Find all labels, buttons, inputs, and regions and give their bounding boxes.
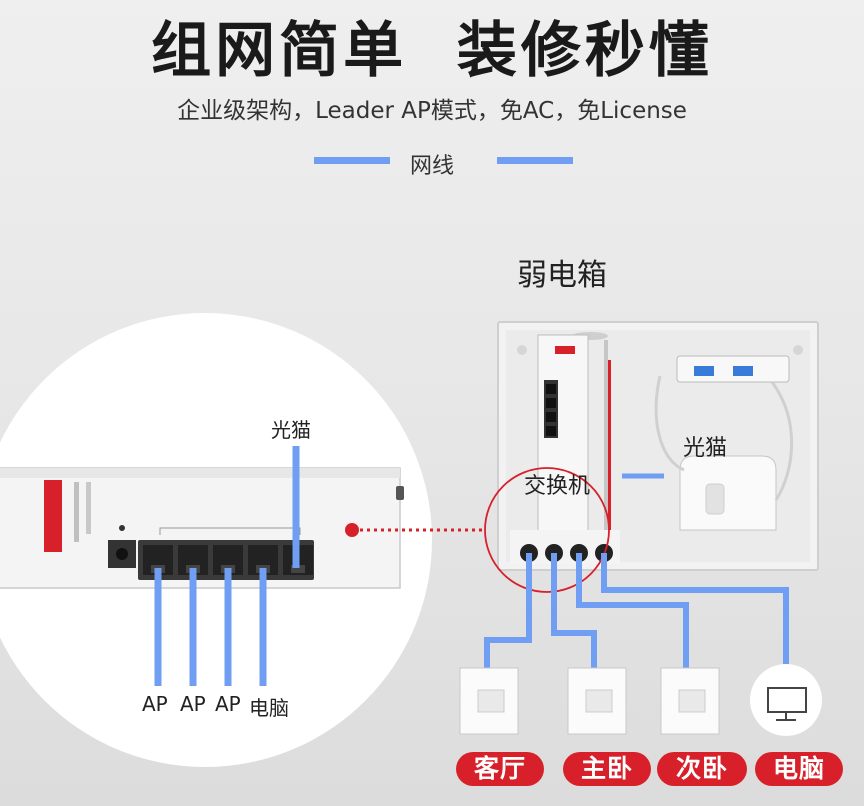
- brand-strip: [44, 480, 62, 552]
- zoom-port-label-pc: 电脑: [249, 696, 289, 720]
- switch-label: 交换机: [524, 474, 591, 499]
- room-tag-computer: 电脑: [755, 752, 843, 786]
- zoom-modem-label: 光猫: [271, 418, 311, 442]
- zoom-cables: [154, 446, 300, 686]
- weak-current-box: [497, 321, 819, 571]
- cabinet-title: 弱电箱: [517, 258, 607, 293]
- zoom-port-label-ap2: AP: [180, 692, 206, 716]
- room-tag-living-room: 客厅: [456, 752, 544, 786]
- room-tag-master-bedroom: 主卧: [563, 752, 651, 786]
- page-subtitle: 企业级架构，Leader AP模式，免AC，免License: [177, 98, 687, 124]
- legend-label: 网线: [410, 154, 455, 179]
- red-dot-icon: [345, 523, 359, 537]
- switch-highlight-circle: [484, 467, 610, 593]
- room-ap-panels: [459, 667, 720, 735]
- zoom-circle: [0, 313, 432, 767]
- room-tag-second-bedroom: 次卧: [657, 752, 747, 786]
- zoom-port-label-ap3: AP: [215, 692, 241, 716]
- zoom-port-label-ap1: AP: [142, 692, 168, 716]
- room-cables: [484, 553, 789, 692]
- legend-cable-line-right: [497, 157, 573, 164]
- legend-cable-line-left: [314, 157, 390, 164]
- page-title: 组网简单 装修秒懂: [151, 16, 713, 86]
- monitor-icon: [750, 664, 822, 736]
- cabinet-modem-label: 光猫: [683, 436, 728, 461]
